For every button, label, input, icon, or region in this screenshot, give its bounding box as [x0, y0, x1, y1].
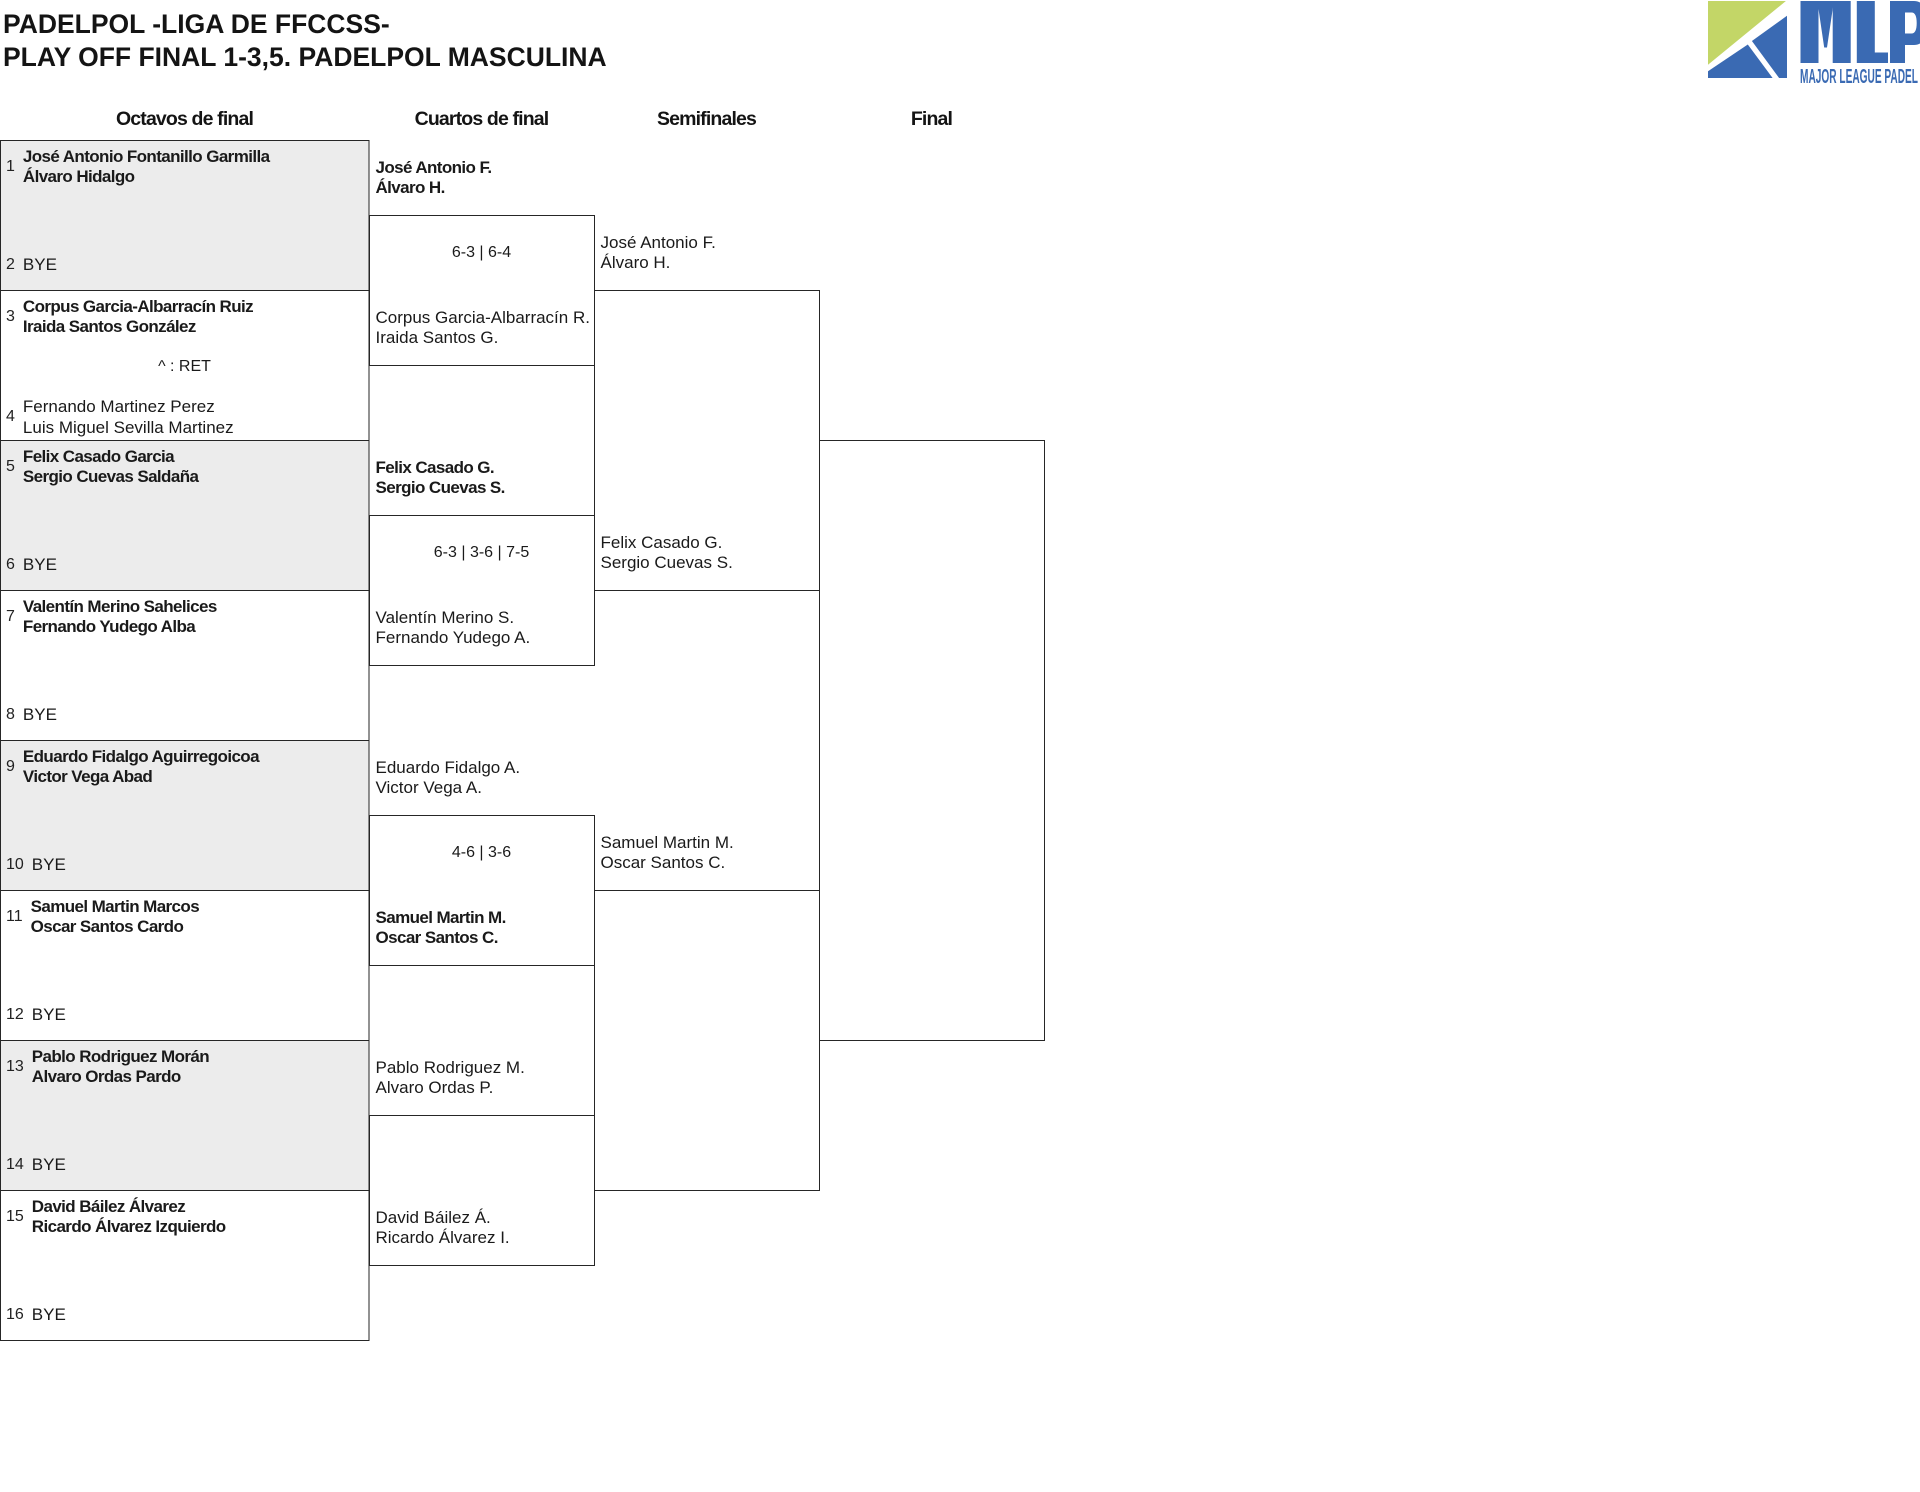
svg-text:MAJOR LEAGUE PADEL: MAJOR LEAGUE PADEL: [1800, 66, 1918, 85]
